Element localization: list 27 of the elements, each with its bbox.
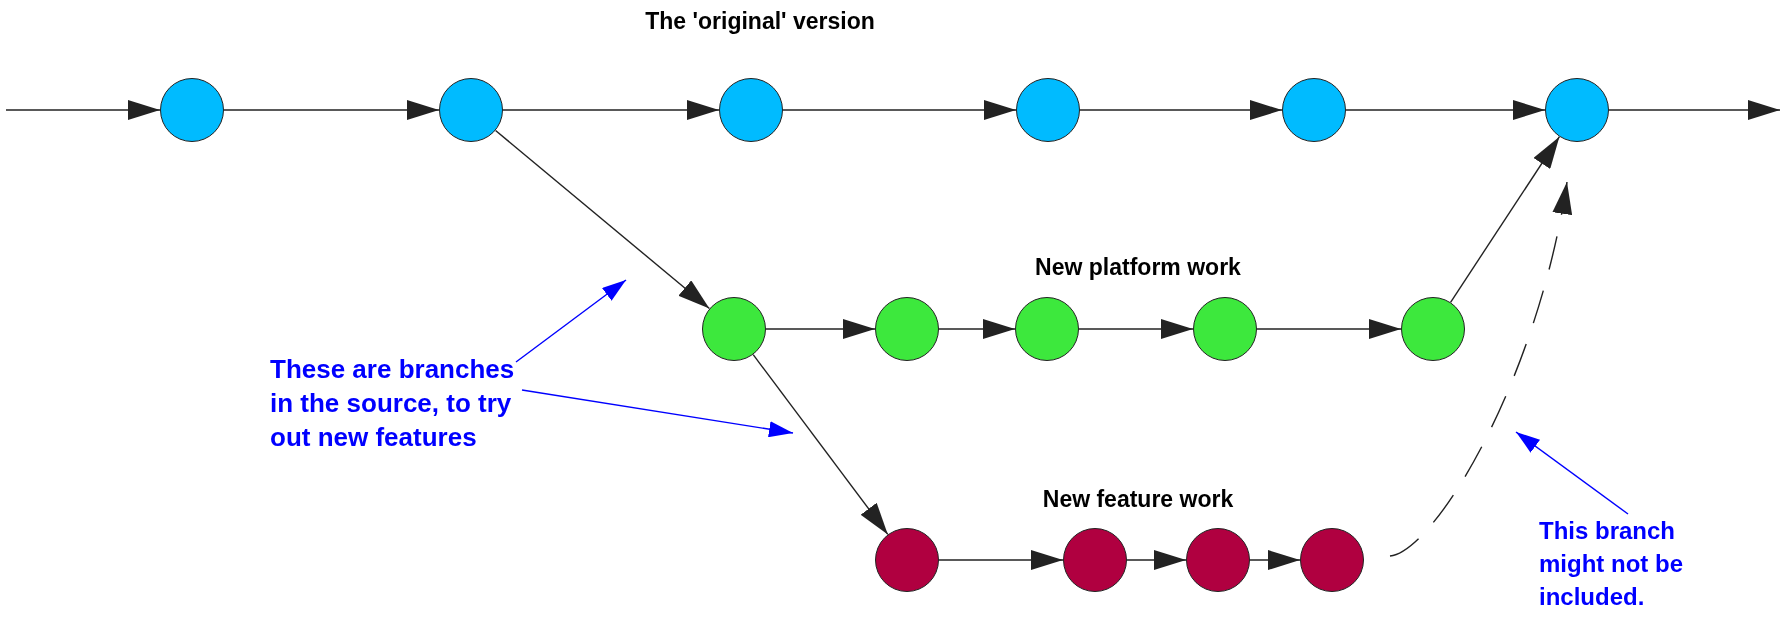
leader-line [1515, 431, 1629, 515]
arrow [1078, 319, 1194, 339]
arrow [1608, 100, 1781, 120]
arrow [782, 100, 1017, 120]
commit-circle [702, 297, 766, 361]
arrow [494, 129, 711, 310]
arrow [223, 100, 440, 120]
leader-line [515, 279, 627, 363]
arrow [1126, 550, 1187, 570]
arrow [5, 100, 161, 120]
annotation-text: This branch might not be included. [1539, 514, 1704, 613]
heading-label: The 'original' version [645, 8, 875, 35]
arrow [938, 550, 1064, 570]
arrow [1345, 100, 1546, 120]
arrow [1449, 136, 1561, 303]
arrow [502, 100, 720, 120]
arrow [1249, 550, 1301, 570]
arrow [938, 319, 1016, 339]
branch-label: New platform work [1035, 254, 1241, 281]
arrow [1079, 100, 1283, 120]
leader-line [521, 389, 794, 438]
arrow [765, 319, 876, 339]
arrow [1256, 319, 1402, 339]
arrow [1389, 181, 1572, 557]
branch-label: New feature work [1042, 486, 1234, 513]
annotation-text: These are branches in the source, to try out new features [270, 352, 522, 454]
arrow [752, 353, 889, 536]
